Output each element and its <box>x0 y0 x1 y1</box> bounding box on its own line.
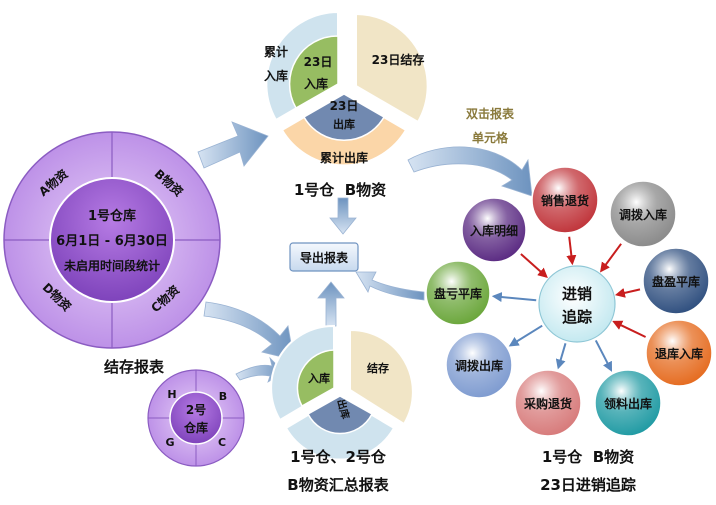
tracking-node-ball <box>461 197 527 263</box>
tracking-node[interactable]: 销售退货 <box>531 166 599 234</box>
tracking-node-label: 销售退货 <box>541 193 589 208</box>
w2-sector-c: C <box>218 436 226 449</box>
tracking-node-label: 盘盈平库 <box>652 274 700 289</box>
tracking-node-ball <box>531 166 599 234</box>
bottom-pie-caption-line-2: B物资汇总报表 <box>287 476 389 494</box>
export-report-label: 导出报表 <box>300 250 349 265</box>
bottom-pie[interactable]: 入库 结存 出库 <box>270 324 414 461</box>
tracking-link-7 <box>508 324 543 347</box>
tracking-node-label: 采购退货 <box>523 396 572 411</box>
w2-sector-g: G <box>165 436 174 449</box>
tracking-caption-line-1: 1号仓 B物资 <box>542 448 634 466</box>
tracking-node[interactable]: 调拨入库 <box>609 180 677 248</box>
top-pie-23-out-line-2: 出库 <box>333 117 355 131</box>
report-wheel-caption: 结存报表 <box>104 358 165 376</box>
tracking-node-label: 退库入库 <box>655 346 703 361</box>
top-pie-caption: 1号仓 B物资 <box>294 181 386 199</box>
tracking-center-line-1: 进销 <box>562 285 592 303</box>
tracking-node-ball <box>609 180 677 248</box>
tracking-node-label: 领料出库 <box>604 396 652 411</box>
bottom-pie-balance-label: 结存 <box>366 361 389 375</box>
top-pie-23-in-line-1: 23日 <box>304 55 333 69</box>
tracking-caption-line-2: 23日进销追踪 <box>540 476 636 494</box>
top-pie-23-in-segment <box>288 35 339 110</box>
tracking-link-2 <box>600 243 622 273</box>
bottom-pie-caption-line-1: 1号仓、2号仓 <box>290 448 387 466</box>
top-pie-cum-in-line-2: 入库 <box>264 68 288 83</box>
w2-sector-h: H <box>167 388 176 401</box>
top-pie-23-out-segment <box>302 93 386 142</box>
tracking-node-ball <box>642 247 710 315</box>
arrow-top-pie-to-export <box>329 197 357 235</box>
arrow-top-pie-to-tracking <box>407 146 533 197</box>
tracking-node-ball <box>594 369 662 437</box>
arrow-wheel-to-bottom-pie <box>203 301 295 361</box>
tracking-node-ball <box>514 369 582 437</box>
wheel-center-line-2: 6月1日 - 6月30日 <box>56 234 168 249</box>
tracking-node-label: 盘亏平库 <box>434 286 482 301</box>
tracking-link-8 <box>491 292 537 303</box>
export-report-button[interactable]: 导出报表 <box>289 242 359 272</box>
tracking-link-3 <box>614 288 641 298</box>
warehouse2-wheel[interactable]: H B C G 2号 仓库 <box>147 369 245 467</box>
bottom-pie-in-label: 入库 <box>308 371 330 385</box>
tracking-node-ball <box>645 319 713 387</box>
tracking-center[interactable]: 进销 追踪 <box>538 265 616 343</box>
bottom-pie-in-inner <box>296 349 335 408</box>
tracking-node[interactable]: 退库入库 <box>645 319 713 387</box>
top-pie-23-in-line-2: 入库 <box>304 76 328 91</box>
tracking-node[interactable]: 调拨出库 <box>445 331 513 399</box>
top-pie-23-out-line-1: 23日 <box>330 99 359 113</box>
bottom-pie-balance-segment <box>349 328 414 426</box>
tracking-node-label: 调拨出库 <box>455 358 503 373</box>
tracking-link-0 <box>520 253 548 279</box>
arrow-wheel-to-top-pie <box>197 121 269 169</box>
wheel-center-line-3: 未启用时间段统计 <box>63 258 160 273</box>
report-wheel[interactable]: A物资 B物资 C物资 D物资 1号仓库 6月1日 - 6月30日 未启用时间段… <box>3 131 221 349</box>
tracking-link-4 <box>612 320 647 338</box>
bottom-pie-out-inner <box>307 395 373 435</box>
tracking-node-label: 调拨入库 <box>619 207 667 222</box>
top-pie-balance-segment <box>355 12 429 124</box>
tracking-link-6 <box>555 343 567 370</box>
tracking-center-line-2: 追踪 <box>562 308 592 326</box>
tracking-node-label: 入库明细 <box>470 223 518 238</box>
tracking-node[interactable]: 领料出库 <box>594 369 662 437</box>
arrow-tracking-to-export <box>355 271 425 301</box>
tracking-link-1 <box>566 236 577 266</box>
tracking-node[interactable]: 盘亏平库 <box>425 260 491 326</box>
tracking-link-5 <box>594 339 613 372</box>
top-pie-cum-out-label: 累计出库 <box>320 150 368 165</box>
dblclick-note-line-1: 双击报表 <box>466 106 515 121</box>
tracking-node[interactable]: 采购退货 <box>514 369 582 437</box>
top-pie-balance-label: 23日结存 <box>372 52 425 67</box>
w2-center-line-1: 2号 <box>186 402 206 417</box>
tracking-links <box>491 236 647 372</box>
tracking-node-ball <box>425 260 491 326</box>
top-pie-cum-in-line-1: 累计 <box>264 44 288 59</box>
dblclick-note-line-2: 单元格 <box>472 130 509 145</box>
tracking-node[interactable]: 入库明细 <box>461 197 527 263</box>
top-pie[interactable]: 累计 入库 23日 入库 23日结存 23日 出库 累计出库 <box>264 10 429 167</box>
wheel-center-line-1: 1号仓库 <box>88 208 136 224</box>
tracking-node-ball <box>445 331 513 399</box>
w2-center-line-2: 仓库 <box>183 420 208 435</box>
tracking-node[interactable]: 盘盈平库 <box>642 247 710 315</box>
w2-sector-b: B <box>219 390 227 403</box>
arrow-bottom-pie-to-export <box>317 281 345 327</box>
